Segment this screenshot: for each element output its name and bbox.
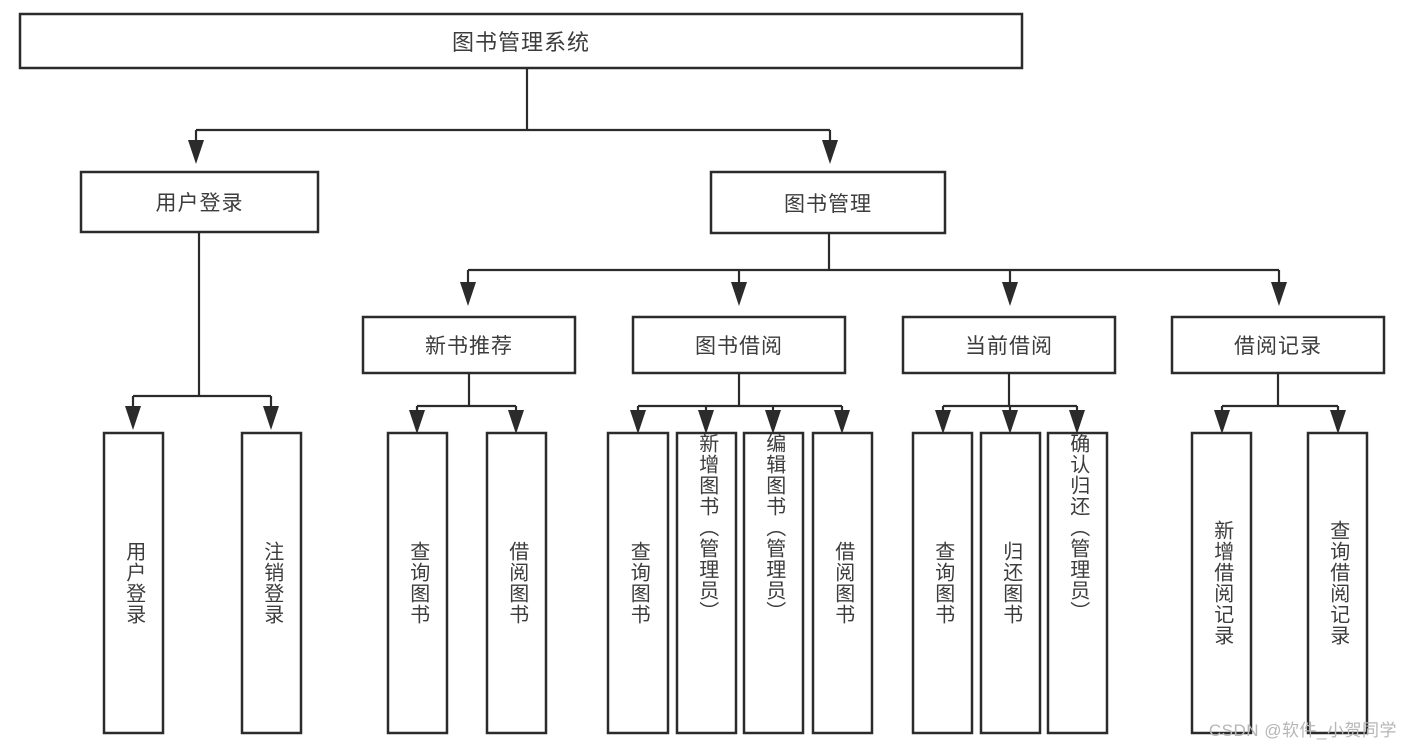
node-leaf-user-login-box[interactable] xyxy=(102,431,165,735)
node-leaf-add-book-box[interactable] xyxy=(675,431,738,735)
node-leaf-query-book-2-box[interactable] xyxy=(606,431,670,735)
node-leaf-query-book-1-box[interactable] xyxy=(386,431,449,735)
arrow-to-leaf-confirm-return xyxy=(1069,410,1085,434)
node-leaf-return-book-box[interactable] xyxy=(979,431,1042,735)
node-leaf-confirm-return-box[interactable] xyxy=(1046,431,1109,735)
arrow-to-user-login xyxy=(188,140,204,164)
node-new-book-recommend-box[interactable] xyxy=(361,315,577,375)
arrow-to-borrow-record xyxy=(1271,282,1287,306)
arrow-to-book-borrow xyxy=(731,282,747,306)
node-leaf-edit-book-box[interactable] xyxy=(742,431,805,735)
watermark-text: CSDN @软件_小贺同学 xyxy=(1208,721,1397,740)
node-book-borrow-box[interactable] xyxy=(631,315,847,375)
node-borrow-record-box[interactable] xyxy=(1170,315,1386,375)
node-leaf-query-book-3-box[interactable] xyxy=(911,431,974,735)
arrow-to-leaf-query-book-3 xyxy=(935,410,951,434)
node-root-box[interactable] xyxy=(18,12,1024,70)
arrow-to-leaf-user-login xyxy=(125,406,141,430)
arrow-to-leaf-return-book xyxy=(1002,410,1018,434)
arrow-to-leaf-add-book xyxy=(698,410,714,434)
arrow-to-leaf-query-record xyxy=(1330,410,1346,434)
arrow-to-new-book-recommend xyxy=(460,282,476,306)
node-leaf-borrow-book-1-box[interactable] xyxy=(485,431,548,735)
arrow-to-current-borrow xyxy=(1002,282,1018,306)
node-leaf-query-record-box[interactable] xyxy=(1306,431,1369,735)
node-leaf-add-record-box[interactable] xyxy=(1190,431,1253,735)
node-leaf-logout-login-box[interactable] xyxy=(240,431,303,735)
arrow-to-leaf-borrow-book-2 xyxy=(834,410,850,434)
arrow-to-book-manage xyxy=(822,140,838,164)
arrow-to-leaf-query-book-1 xyxy=(409,410,425,434)
node-current-borrow-box[interactable] xyxy=(901,315,1117,375)
arrow-to-leaf-logout-login xyxy=(263,406,279,430)
arrow-to-leaf-add-record xyxy=(1214,410,1230,434)
node-leaf-borrow-book-2-box[interactable] xyxy=(811,431,874,735)
node-book-manage-box[interactable] xyxy=(709,170,947,235)
node-user-login-box[interactable] xyxy=(79,170,320,234)
arrow-to-leaf-borrow-book-1 xyxy=(508,410,524,434)
arrow-to-leaf-query-book-2 xyxy=(630,410,646,434)
arrow-to-leaf-edit-book xyxy=(765,410,781,434)
